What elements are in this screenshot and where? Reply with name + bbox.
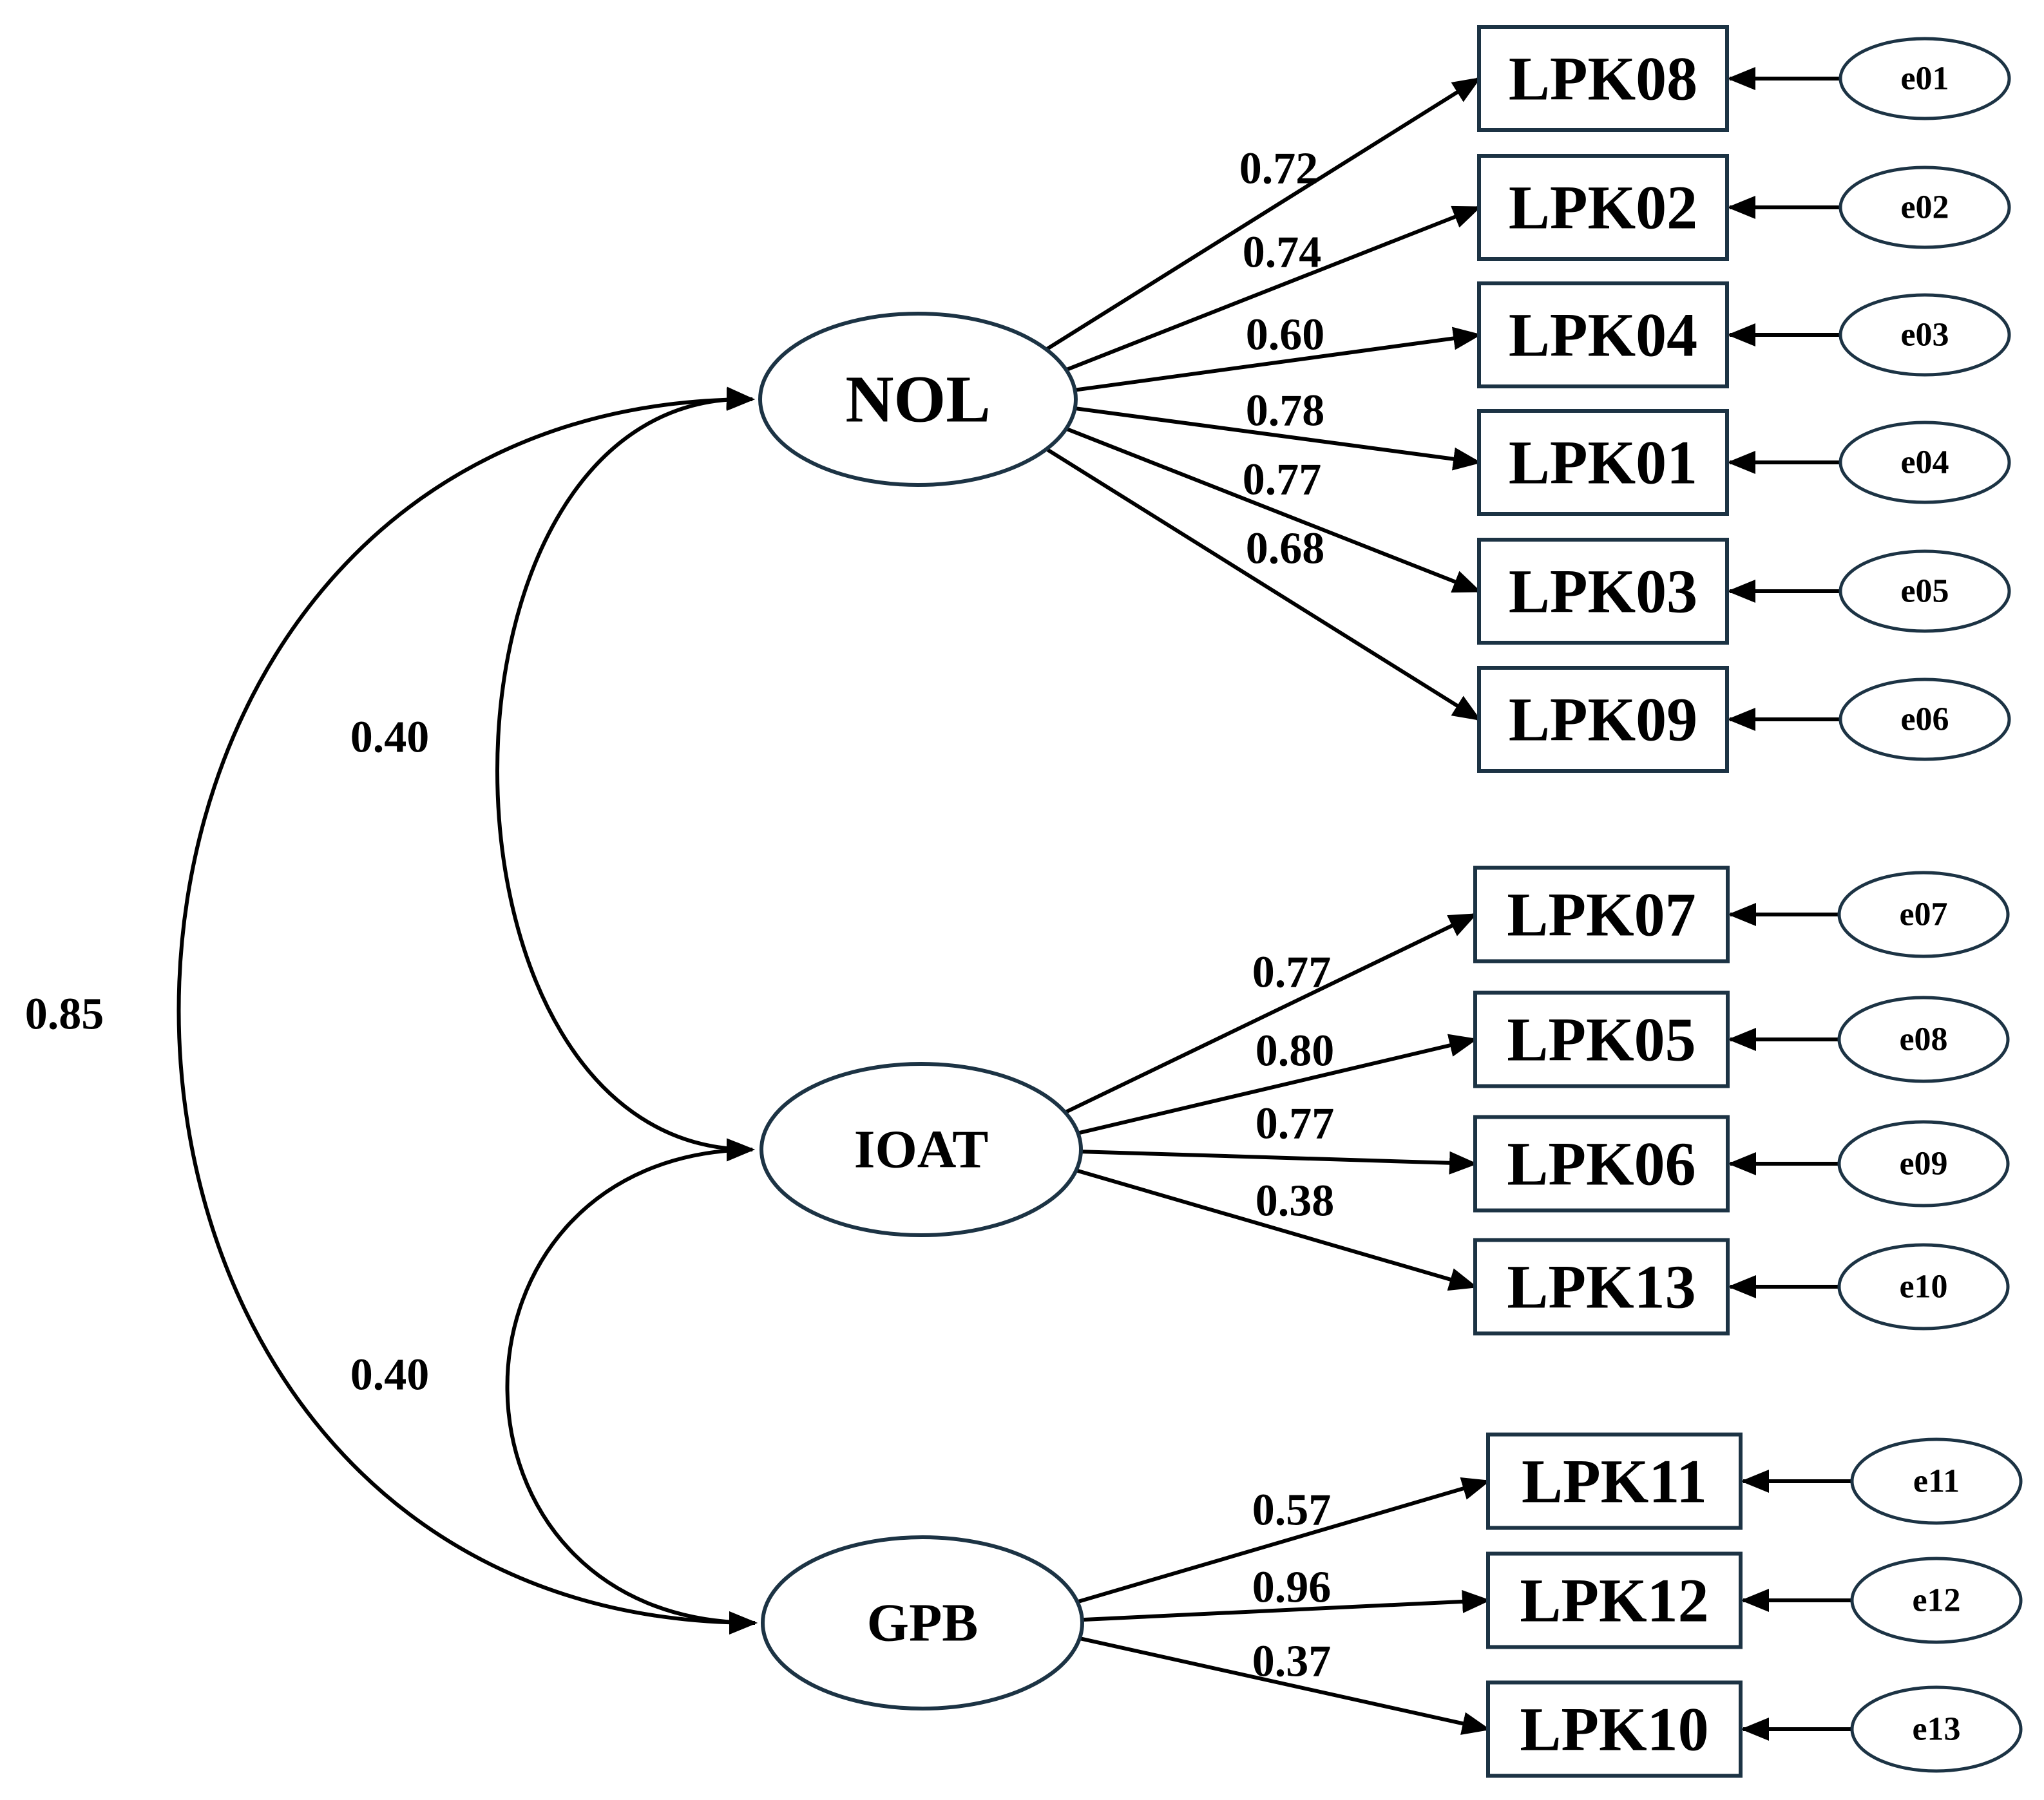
indicator-label: LPK02 xyxy=(1509,173,1697,242)
correlation-value: 0.40 xyxy=(350,713,430,763)
indicator-box xyxy=(1477,154,1729,261)
latent-ellipse xyxy=(758,312,1078,487)
error-ellipse xyxy=(1837,996,2010,1083)
loading-value: 0.96 xyxy=(1252,1563,1332,1613)
correlation-value: 0.85 xyxy=(25,990,104,1039)
loading-value: 0.37 xyxy=(1252,1637,1332,1687)
loading-value: 0.57 xyxy=(1252,1486,1332,1535)
loading-arrow xyxy=(1046,913,1478,1123)
error-label: e04 xyxy=(1900,444,1949,481)
loading-arrow xyxy=(1051,421,1482,593)
indicator-box xyxy=(1477,666,1729,773)
indicator-box xyxy=(1477,538,1729,645)
loading-value: 0.60 xyxy=(1246,310,1325,360)
indicator-box xyxy=(1477,409,1729,516)
indicator-label: LPK01 xyxy=(1509,428,1697,497)
error-label: e13 xyxy=(1912,1711,1960,1748)
error-label: e06 xyxy=(1900,701,1949,738)
latent-label: NOL xyxy=(845,363,990,437)
correlation-arc-nol-ioat xyxy=(495,386,755,1162)
indicator-label: LPK09 xyxy=(1509,685,1697,754)
loading-value: 0.80 xyxy=(1256,1027,1335,1076)
error-label: e09 xyxy=(1899,1146,1947,1182)
error-label: e01 xyxy=(1900,61,1949,97)
loading-arrow xyxy=(1021,432,1482,721)
error-label: e07 xyxy=(1899,896,1947,933)
loading-arrow xyxy=(1069,327,1482,393)
loading-arrow xyxy=(1065,1165,1478,1291)
indicator-label: LPK10 xyxy=(1520,1695,1708,1764)
correlation-value: 0.40 xyxy=(350,1350,430,1400)
loading-value: 0.38 xyxy=(1256,1177,1335,1226)
loading-arrow xyxy=(1077,1149,1478,1175)
latent-ellipse xyxy=(761,1535,1084,1710)
indicator-label: LPK13 xyxy=(1507,1253,1695,1322)
error-ellipse xyxy=(1837,1120,2010,1208)
latent-label: IOAT xyxy=(854,1120,988,1180)
error-label: e12 xyxy=(1912,1582,1960,1619)
loading-value: 0.74 xyxy=(1243,228,1322,278)
latent-ellipse xyxy=(759,1062,1083,1237)
error-ellipse xyxy=(1839,421,2011,504)
error-ellipse xyxy=(1837,1243,2010,1331)
error-ellipse xyxy=(1839,677,2011,761)
indicator-box xyxy=(1477,281,1729,388)
indicator-label: LPK08 xyxy=(1509,44,1697,113)
indicator-box xyxy=(1486,1551,1743,1649)
error-ellipse xyxy=(1839,166,2011,249)
correlation-arc-ioat-gpb xyxy=(505,1138,758,1634)
factor-nol xyxy=(758,312,1078,487)
error-ellipse xyxy=(1839,293,2011,377)
loading-arrow xyxy=(1071,1634,1491,1735)
loading-value: 0.77 xyxy=(1243,455,1322,505)
factor-ioat xyxy=(759,1062,1083,1237)
error-label: e03 xyxy=(1900,317,1949,354)
loading-value: 0.77 xyxy=(1252,948,1332,998)
error-ellipse xyxy=(1850,1557,2023,1644)
indicator-label: LPK11 xyxy=(1522,1447,1707,1516)
loading-value: 0.72 xyxy=(1239,144,1319,194)
indicator-label: LPK12 xyxy=(1520,1566,1708,1635)
error-ellipse xyxy=(1837,871,2010,958)
indicator-label: LPK05 xyxy=(1507,1005,1695,1074)
error-label: e11 xyxy=(1913,1463,1960,1500)
indicator-label: LPK07 xyxy=(1507,880,1695,949)
error-ellipse xyxy=(1850,1685,2023,1773)
indicator-box xyxy=(1486,1680,1743,1778)
error-label: e08 xyxy=(1899,1021,1947,1058)
error-ellipse xyxy=(1839,37,2011,120)
indicator-box xyxy=(1473,1238,1730,1336)
error-label: e05 xyxy=(1900,573,1949,610)
indicator-box xyxy=(1486,1432,1743,1530)
error-label: e10 xyxy=(1899,1269,1947,1305)
error-ellipse xyxy=(1839,549,2011,633)
loading-value: 0.77 xyxy=(1256,1099,1335,1149)
indicator-box xyxy=(1473,1115,1730,1213)
error-ellipse xyxy=(1850,1437,2023,1525)
error-label: e02 xyxy=(1900,189,1949,226)
loading-arrow xyxy=(1051,205,1482,377)
loading-value: 0.78 xyxy=(1246,386,1325,436)
indicator-label: LPK03 xyxy=(1509,557,1697,626)
indicator-label: LPK06 xyxy=(1507,1130,1695,1198)
indicator-label: LPK04 xyxy=(1509,301,1697,370)
loading-arrow xyxy=(1066,1477,1491,1607)
indicator-box xyxy=(1473,990,1730,1088)
indicator-box xyxy=(1477,25,1729,132)
indicator-box xyxy=(1473,866,1730,963)
loading-arrow xyxy=(1069,406,1482,471)
loading-value: 0.68 xyxy=(1246,524,1325,574)
factor-gpb xyxy=(761,1535,1084,1710)
loading-arrow xyxy=(1078,1589,1491,1622)
correlation-arc-nol-gpb xyxy=(177,388,758,1634)
loading-arrow xyxy=(1021,77,1482,366)
latent-label: GPB xyxy=(867,1593,979,1653)
loading-arrow xyxy=(1069,1034,1478,1137)
